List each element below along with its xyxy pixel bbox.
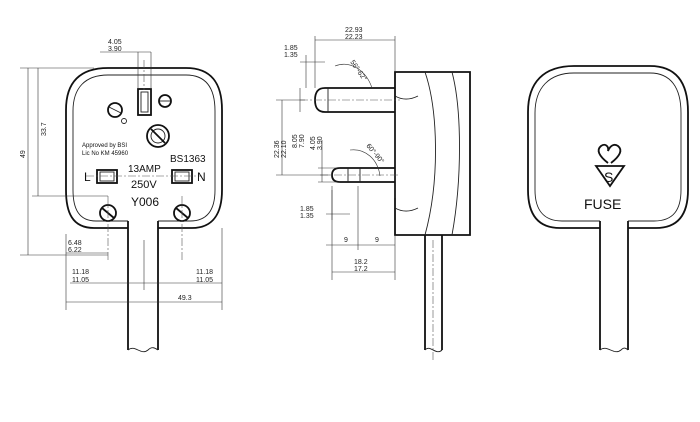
approval-text-1: Approved by BSI — [82, 143, 127, 149]
side-cable — [424, 235, 443, 350]
svg-text:49: 49 — [20, 150, 27, 158]
svg-text:49.3: 49.3 — [178, 295, 192, 302]
front-body-outline — [65, 67, 223, 229]
side-earth-pin — [314, 87, 395, 113]
svg-text:11.18: 11.18 — [72, 269, 89, 276]
svg-text:22.23: 22.23 — [345, 34, 363, 41]
svg-text:3.90: 3.90 — [317, 136, 324, 150]
approval-text-2: Lic No KM 45960 — [82, 151, 129, 157]
svg-text:9: 9 — [375, 237, 379, 244]
svg-text:56°-62°: 56°-62° — [348, 59, 368, 83]
side-dimensions: 22.93 22.23 1.85 1.35 56°-62° 22.36 22.1… — [274, 27, 396, 280]
svg-text:1.85: 1.85 — [284, 45, 298, 52]
front-dimensions: 4.05 3.90 49 33.7 6.48 6.22 11.18 11.05 … — [20, 39, 223, 310]
side-body-curves — [394, 71, 460, 236]
back-body-inner-outline — [534, 72, 682, 222]
neutral-pin-slot — [171, 169, 193, 184]
side-view: 22.93 22.23 1.85 1.35 56°-62° 22.36 22.1… — [274, 27, 471, 360]
live-pin-slot — [96, 169, 118, 184]
svg-text:1.35: 1.35 — [300, 213, 314, 220]
rating-current-text: 13AMP — [128, 164, 161, 175]
side-body-outline — [394, 71, 471, 236]
svg-text:4.05: 4.05 — [108, 39, 122, 46]
svg-text:11.05: 11.05 — [72, 277, 89, 284]
front-body-inner-outline — [72, 74, 216, 222]
svg-text:11.05: 11.05 — [196, 277, 213, 284]
model-text: Y006 — [131, 195, 159, 209]
svg-text:17.2: 17.2 — [354, 266, 368, 273]
svg-text:33.7: 33.7 — [41, 122, 48, 136]
rating-voltage-text: 250V — [131, 179, 157, 191]
earth-pin-slot — [137, 88, 152, 116]
fuse-label: FUSE — [584, 196, 621, 212]
live-label: L — [84, 170, 91, 184]
svg-text:1.35: 1.35 — [284, 52, 298, 59]
svg-text:11.18: 11.18 — [196, 269, 213, 276]
svg-text:9: 9 — [344, 237, 348, 244]
svg-text:22.93: 22.93 — [345, 27, 363, 34]
svg-text:3.90: 3.90 — [108, 46, 122, 53]
front-cable-break — [127, 347, 159, 353]
svg-text:22.10: 22.10 — [281, 140, 288, 158]
svg-text:1.85: 1.85 — [300, 206, 314, 213]
front-view: Approved by BSI Lic No KM 45960 BS1363 1… — [20, 39, 223, 353]
back-view: S FUSE — [527, 65, 689, 353]
kitemark-icon: S — [594, 143, 626, 188]
back-cable — [599, 221, 629, 350]
cover-screw-small — [107, 102, 123, 118]
front-cable — [127, 221, 159, 350]
svg-text:18.2: 18.2 — [354, 259, 368, 266]
svg-text:4.05: 4.05 — [310, 136, 317, 150]
svg-text:7.90: 7.90 — [299, 134, 306, 148]
neutral-label: N — [197, 170, 206, 184]
centre-screw — [146, 124, 170, 148]
svg-text:6.22: 6.22 — [68, 247, 82, 254]
svg-text:22.36: 22.36 — [274, 140, 281, 158]
svg-text:6.48: 6.48 — [68, 240, 82, 247]
indicator-circle — [158, 94, 172, 108]
standard-text: BS1363 — [170, 154, 206, 165]
svg-text:S: S — [604, 169, 613, 185]
svg-text:8.05: 8.05 — [292, 134, 299, 148]
back-body-outline — [527, 65, 689, 229]
